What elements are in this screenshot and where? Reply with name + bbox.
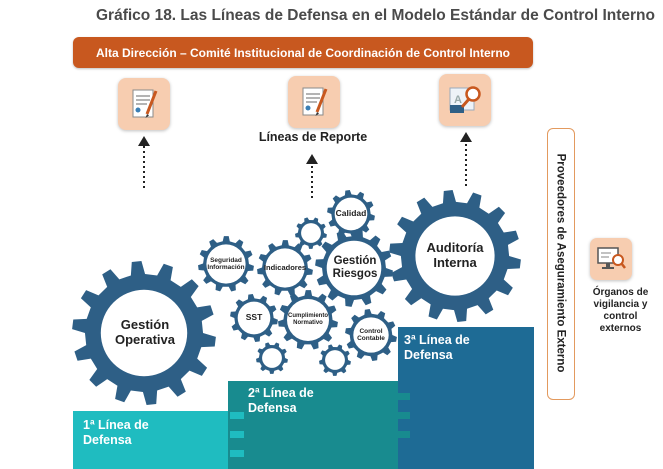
gear-indicadores-label: Indicadores bbox=[263, 262, 307, 272]
gear-small-bottom-left bbox=[256, 342, 288, 374]
first-line-step: 1ª Línea de Defensa bbox=[73, 411, 233, 469]
first-line-label-2: Defensa bbox=[83, 433, 132, 447]
second-line-step: 2ª Línea de Defensa bbox=[228, 381, 400, 469]
third-line-step: 3ª Línea de Defensa bbox=[398, 327, 534, 469]
external-providers-label: Proveedores de Aseguramiento Externo bbox=[554, 153, 566, 373]
gear-calidad bbox=[327, 190, 375, 238]
gear-auditoria bbox=[389, 190, 521, 322]
gear-calidad-label: Calidad bbox=[335, 208, 367, 219]
gear-operativa bbox=[72, 261, 216, 405]
second-line-label: 2ª Línea de bbox=[248, 386, 314, 400]
gear-sst-label: SST bbox=[245, 312, 263, 323]
gear-control-contable bbox=[345, 309, 397, 361]
svg-text:A: A bbox=[454, 94, 462, 106]
audit-magnifier-icon: A bbox=[439, 74, 491, 126]
gear-indicadores bbox=[257, 240, 313, 296]
gear-small-top bbox=[295, 217, 327, 249]
top-management-banner: Alta Dirección – Comité Institucional de… bbox=[73, 37, 533, 68]
gear-riesgos bbox=[315, 229, 393, 307]
gear-cumplimiento bbox=[278, 290, 338, 350]
third-line-label-2: Defensa bbox=[404, 348, 453, 362]
diagram-title: Gráfico 18. Las Líneas de Defensa en el … bbox=[96, 7, 655, 24]
document-pen-icon bbox=[288, 76, 340, 128]
external-providers-frame bbox=[547, 128, 575, 400]
gear-sst bbox=[230, 294, 278, 342]
oversight-bodies-label: Órganos de vigilancia y control externos bbox=[592, 287, 649, 334]
second-line-label-2: Defensa bbox=[248, 401, 297, 415]
gear-seguridad bbox=[198, 236, 254, 292]
monitor-magnifier-icon bbox=[590, 238, 632, 280]
gear-small-bottom-mid bbox=[319, 344, 351, 376]
first-line-label: 1ª Línea de bbox=[83, 418, 149, 432]
reporting-lines-label: Líneas de Reporte bbox=[258, 130, 368, 144]
document-pen-icon bbox=[118, 78, 170, 130]
third-line-label: 3ª Línea de bbox=[404, 333, 470, 347]
